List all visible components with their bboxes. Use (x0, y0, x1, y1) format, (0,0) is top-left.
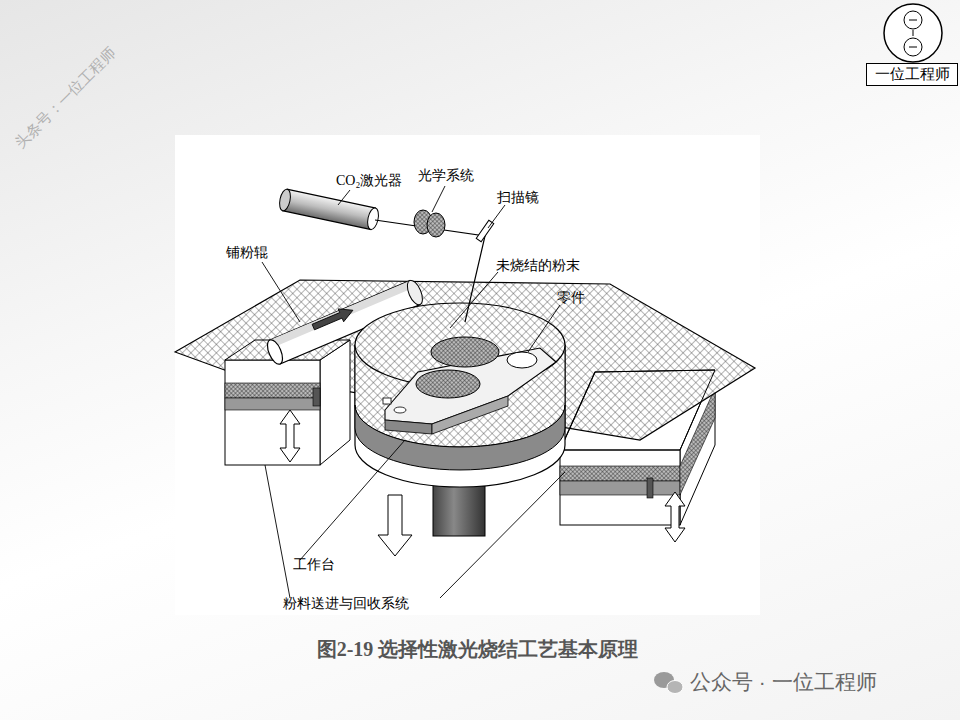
watermark: 公众号 · 一位工程师 (690, 670, 877, 693)
part-label: 光学系统 (418, 168, 474, 183)
motion-arrow (378, 495, 412, 556)
part-label: 零件 (557, 290, 585, 305)
figure-panel (175, 135, 760, 615)
wechat-icon (654, 672, 683, 694)
motion-arrow (665, 492, 685, 542)
co2-laser (278, 188, 380, 230)
part-label: 工作台 (293, 557, 335, 572)
part-label: 粉料送进与回收系统 (283, 596, 409, 611)
figure-caption: 图2-19 选择性激光烧结工艺基本原理 (0, 638, 955, 660)
part-label: 未烧结的粉末 (496, 258, 580, 273)
logo-text: 一位工程师 (875, 65, 950, 84)
part-label: CO₂激光器 (336, 173, 402, 188)
sintered-part (383, 337, 556, 434)
leader-line (262, 186, 565, 598)
watermark: 头条号：一位工程师 (12, 45, 119, 152)
part-label: 铺粉辊 (226, 245, 268, 260)
build-cylinder (355, 303, 565, 536)
optical-lens (414, 210, 445, 237)
part-label: 扫描镜 (497, 190, 539, 205)
logo-mark (884, 4, 942, 62)
logo-box: 一位工程师 (866, 63, 958, 86)
motion-arrow (280, 410, 300, 462)
